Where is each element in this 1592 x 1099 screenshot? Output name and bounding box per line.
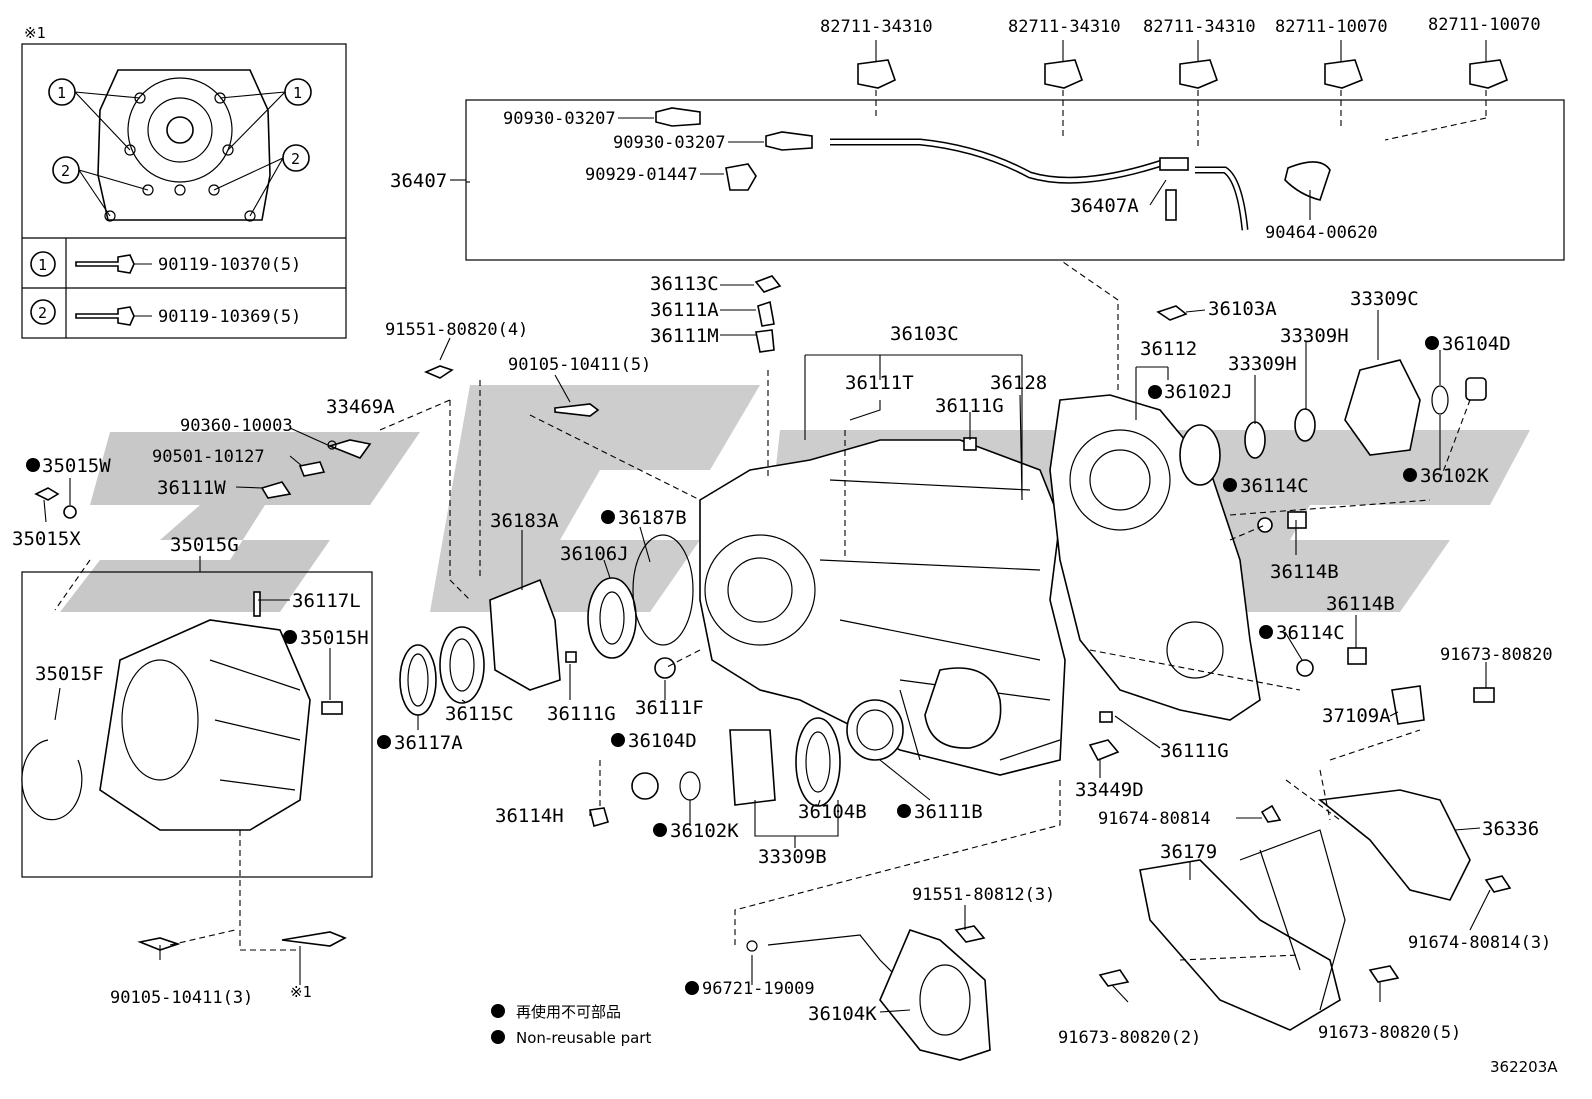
- label-90105-10411-3: 90105-10411(3): [110, 988, 253, 1008]
- legend: 再使用不可部品 Non-reusable part: [491, 1003, 651, 1047]
- label-35015H: 35015H: [300, 627, 369, 649]
- label-37109A: 37109A: [1322, 705, 1391, 727]
- label-91674-80814: 91674-80814: [1098, 809, 1211, 829]
- label-33309H-a: 33309H: [1280, 325, 1349, 347]
- label-36117L: 36117L: [292, 590, 361, 612]
- label-82711-10070-b: 82711-10070: [1428, 15, 1541, 35]
- label-36114B-b: 36114B: [1326, 593, 1395, 615]
- diagram-code: 362203A: [1490, 1058, 1558, 1076]
- label-82711-10070-a: 82711-10070: [1275, 17, 1388, 37]
- label-36103A: 36103A: [1208, 298, 1277, 320]
- label-36117A: 36117A: [394, 732, 463, 754]
- label-36111F: 36111F: [635, 697, 704, 719]
- legend-jp: 再使用不可部品: [516, 1003, 621, 1021]
- label-36106J: 36106J: [560, 543, 629, 565]
- label-36111G-right: 36111G: [1160, 740, 1229, 762]
- label-90501-10127: 90501-10127: [152, 447, 265, 467]
- label-36183A: 36183A: [490, 510, 559, 532]
- label-35015G: 35015G: [170, 534, 239, 556]
- label-36111A: 36111A: [650, 299, 719, 321]
- bolts: [34, 275, 1512, 987]
- label-36111G-mid: 36111G: [547, 703, 616, 725]
- label-36179: 36179: [1160, 841, 1217, 863]
- label-82711-34310-c: 82711-34310: [1143, 17, 1256, 37]
- label-90930-03207-a: 90930-03207: [503, 109, 616, 129]
- label-36104B: 36104B: [798, 801, 867, 823]
- skid-plates: [1139, 789, 1471, 1031]
- oil-shield: [767, 929, 991, 1061]
- label-90929-01447: 90929-01447: [585, 165, 698, 185]
- label-36336: 36336: [1482, 818, 1539, 840]
- label-33309B: 33309B: [758, 846, 827, 868]
- vent-hoses: [715, 116, 1395, 231]
- row2-callout: 2: [38, 304, 47, 322]
- label-36114H: 36114H: [495, 805, 564, 827]
- label-33309H-b: 33309H: [1228, 353, 1297, 375]
- label-90105-10411-5: 90105-10411(5): [508, 355, 651, 375]
- label-35015X: 35015X: [12, 528, 81, 550]
- label-33469A: 33469A: [326, 396, 395, 418]
- label-36111M: 36111M: [650, 325, 719, 347]
- label-36104D-mid: 36104D: [628, 730, 697, 752]
- label-36104D-right: 36104D: [1442, 333, 1511, 355]
- callout-1-left: 1: [57, 84, 66, 102]
- label-36103C: 36103C: [890, 323, 959, 345]
- label-96721-19009: 96721-19009: [702, 979, 815, 999]
- label-35015F: 35015F: [35, 663, 104, 685]
- label-91674-80814-3: 91674-80814(3): [1408, 933, 1551, 953]
- seals-bearings: [399, 359, 1495, 827]
- leader-lines: [43, 181, 1491, 1013]
- label-91673-80820: 91673-80820: [1440, 645, 1553, 665]
- bottom-ref-mark: ※1: [290, 983, 312, 1001]
- label-36115C: 36115C: [445, 703, 514, 725]
- row2-part-number: 90119-10369(5): [158, 307, 301, 327]
- label-36187B: 36187B: [618, 507, 687, 529]
- label-36114C-b: 36114C: [1276, 622, 1345, 644]
- main-housing: [699, 439, 1066, 776]
- label-91551-80812-3: 91551-80812(3): [912, 885, 1055, 905]
- label-82711-34310-a: 82711-34310: [820, 17, 933, 37]
- label-91551-80820-4: 91551-80820(4): [385, 320, 528, 340]
- label-36111B: 36111B: [914, 801, 983, 823]
- label-33449D: 33449D: [1075, 779, 1144, 801]
- label-36112: 36112: [1140, 338, 1197, 360]
- label-36113C: 36113C: [650, 273, 719, 295]
- label-33309C: 33309C: [1350, 288, 1419, 310]
- callout-1-right: 1: [293, 84, 302, 102]
- row1-part-number: 90119-10370(5): [158, 255, 301, 275]
- label-91673-80820-5: 91673-80820(5): [1318, 1023, 1461, 1043]
- callout-2-right: 2: [291, 150, 300, 168]
- label-82711-34310-b: 82711-34310: [1008, 17, 1121, 37]
- label-36407A: 36407A: [1070, 195, 1139, 217]
- label-36114B-a: 36114B: [1270, 561, 1339, 583]
- label-90360-10003: 90360-10003: [180, 416, 293, 436]
- label-36104K: 36104K: [808, 1003, 877, 1025]
- label-36102K-mid: 36102K: [670, 820, 739, 842]
- row1-callout: 1: [38, 256, 47, 274]
- clip-leaders: [875, 40, 1487, 62]
- legend-en: Non-reusable part: [516, 1029, 651, 1047]
- label-36102J: 36102J: [1164, 381, 1233, 403]
- label-36128: 36128: [990, 372, 1047, 394]
- label-90464-00620: 90464-00620: [1265, 223, 1378, 243]
- clips: [857, 59, 1509, 89]
- hose-fittings: [450, 107, 1311, 220]
- label-35015W: 35015W: [42, 455, 111, 477]
- dashed-alignment: [54, 370, 1471, 961]
- label-90930-03207-b: 90930-03207: [613, 133, 726, 153]
- inset-ref-mark: ※1: [24, 24, 46, 42]
- part-labels: 82711-34310 82711-34310 82711-34310 8271…: [12, 15, 1553, 1048]
- label-36111T: 36111T: [845, 372, 914, 394]
- callout-2-left: 2: [61, 162, 70, 180]
- label-36407: 36407: [390, 170, 447, 192]
- label-36102K-right: 36102K: [1420, 465, 1489, 487]
- label-91673-80820-2: 91673-80820(2): [1058, 1028, 1201, 1048]
- label-36111G-top: 36111G: [935, 395, 1004, 417]
- extension-housing: [21, 571, 373, 878]
- label-36114C-a: 36114C: [1240, 475, 1309, 497]
- label-36111W: 36111W: [157, 477, 226, 499]
- inset-panel: ※1 1 1 2 2 1 2 90119-10370(5) 90119-1036…: [21, 24, 347, 339]
